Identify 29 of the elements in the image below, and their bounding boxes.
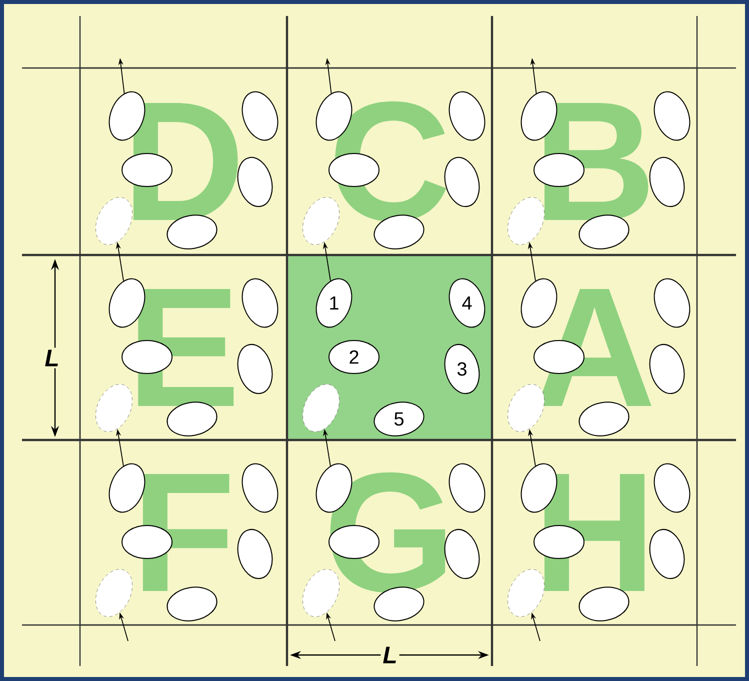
particle <box>242 463 278 513</box>
numbered-particle: 2 <box>328 340 380 374</box>
particle <box>237 344 273 394</box>
particle-image <box>96 569 132 617</box>
particle <box>448 463 486 513</box>
particle <box>328 525 380 559</box>
dimension-label: L <box>380 644 400 666</box>
particle-image <box>508 569 544 617</box>
numbered-particle: 3 <box>444 344 480 394</box>
particle <box>242 91 278 141</box>
particle-image <box>508 197 544 245</box>
numbered-particle: 1 <box>316 278 352 328</box>
particle <box>444 529 480 579</box>
particle-image <box>508 384 544 432</box>
numbered-particle: 4 <box>448 278 486 328</box>
particle <box>649 529 685 579</box>
dimension-label: L <box>42 348 62 368</box>
particle <box>649 157 685 207</box>
particle-image <box>96 197 132 245</box>
particle <box>448 91 486 141</box>
particle <box>654 463 690 513</box>
particle <box>237 529 273 579</box>
particle <box>654 278 690 328</box>
particle <box>237 157 273 207</box>
numbered-particle: 5 <box>374 402 424 436</box>
particle <box>242 278 278 328</box>
particle-image <box>302 384 340 432</box>
particle <box>654 91 690 141</box>
particle-image <box>96 384 132 432</box>
